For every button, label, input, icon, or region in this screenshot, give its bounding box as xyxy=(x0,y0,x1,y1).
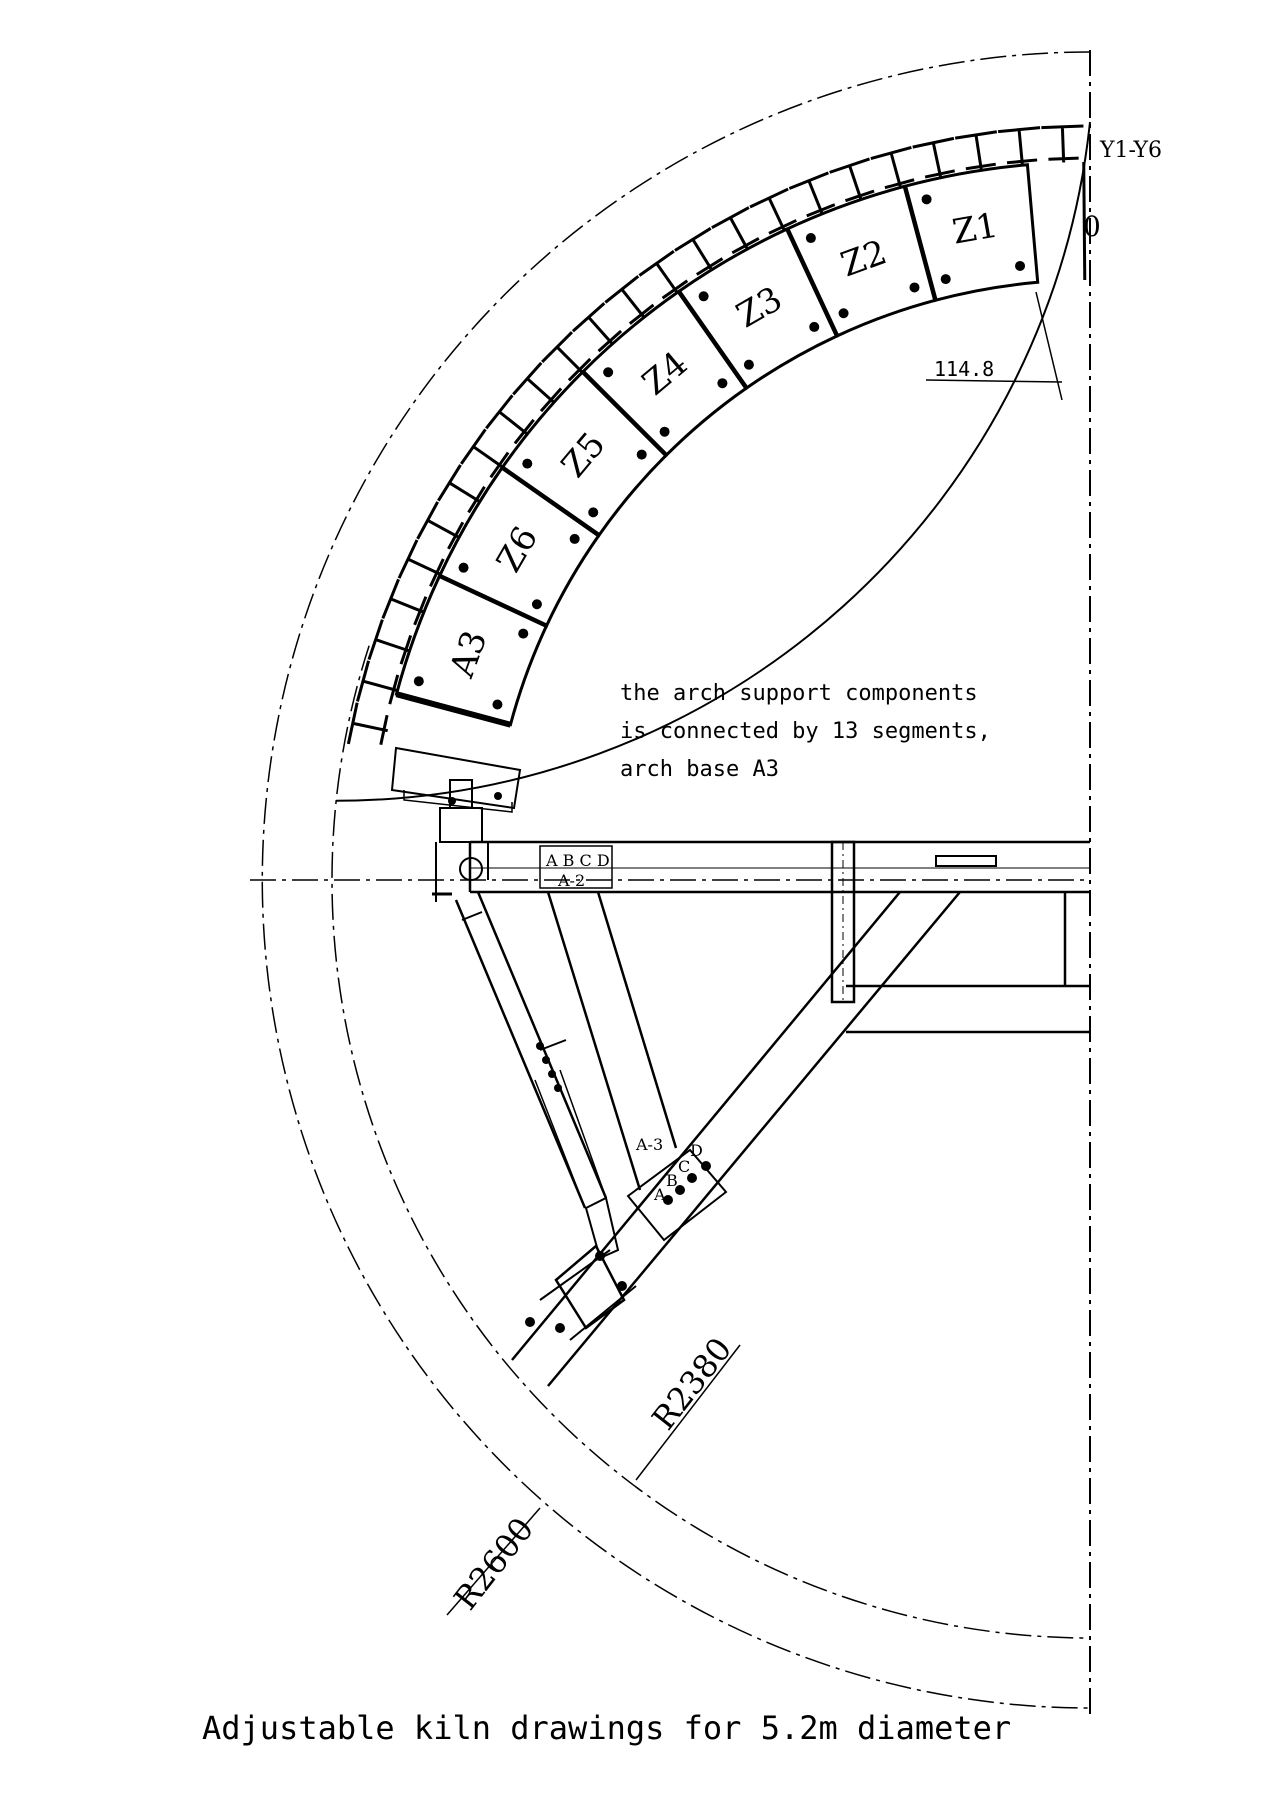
t-bracket xyxy=(749,187,797,235)
segment-bolt xyxy=(809,321,820,332)
crown-edge xyxy=(1082,162,1087,281)
segment-bolt xyxy=(805,233,816,244)
t-bracket xyxy=(485,394,535,445)
t-bracket xyxy=(356,660,400,705)
arch-segment-z1 xyxy=(902,163,1040,303)
note-line-3: arch base A3 xyxy=(620,757,779,782)
base-edge xyxy=(396,692,511,727)
note-line-2: is connected by 13 segments, xyxy=(620,719,991,744)
note-line-1: the arch support components xyxy=(620,681,978,706)
segment-bolt xyxy=(909,282,920,293)
t-bracket xyxy=(638,250,689,300)
arch-segment-z6 xyxy=(437,466,601,629)
y-range-label: Y1-Y6 xyxy=(1099,138,1162,163)
t-bracket xyxy=(788,171,836,218)
t-bracket xyxy=(541,331,592,382)
t-bracket xyxy=(416,501,465,550)
radius-inner-label: R2380 xyxy=(644,1330,739,1437)
segment-bolt xyxy=(698,291,709,302)
beam-a2-label: A-2 xyxy=(557,871,585,890)
t-bracket xyxy=(571,302,623,353)
arch-segment-z3 xyxy=(676,227,839,391)
segment-bolt xyxy=(569,533,580,544)
segment-bolt xyxy=(659,426,670,437)
segment-bolt xyxy=(492,699,503,710)
frame-bolts xyxy=(448,792,711,1333)
arch-segment-z2 xyxy=(784,184,937,339)
segment-bolt xyxy=(743,359,754,370)
segment-bolt xyxy=(518,628,529,639)
drawing-caption: Adjustable kiln drawings for 5.2m diamet… xyxy=(202,1709,1011,1747)
hole-b-label: B xyxy=(666,1171,678,1190)
t-bracket xyxy=(346,702,389,746)
segment-bolt xyxy=(717,378,728,389)
arch-t-brackets xyxy=(336,121,1091,802)
hole-a-label: A xyxy=(653,1185,666,1204)
t-bracket xyxy=(829,157,875,203)
segment-bolt xyxy=(458,562,469,573)
segment-label: Z1 xyxy=(949,205,1001,252)
arch-segment-z4 xyxy=(580,289,748,458)
hole-c-label: C xyxy=(678,1157,690,1176)
segment-bolt xyxy=(921,194,932,205)
segment-bolt xyxy=(940,274,951,285)
segment-bolt xyxy=(1015,260,1026,271)
t-bracket xyxy=(367,619,413,665)
t-bracket xyxy=(674,227,724,276)
segment-bolt xyxy=(522,458,533,469)
holes-top-label: A B C D xyxy=(545,851,610,870)
arch-segment-a3 xyxy=(394,574,549,727)
t-bracket xyxy=(460,428,510,479)
outer-bracket-rail xyxy=(336,121,1091,802)
t-bracket xyxy=(997,126,1041,166)
t-bracket xyxy=(912,136,956,179)
t-bracket xyxy=(1041,124,1084,163)
t-bracket xyxy=(512,361,563,413)
segment-bolt xyxy=(531,599,542,610)
center-lines xyxy=(250,50,1091,1718)
offset-dimension: 114.8 xyxy=(934,357,994,381)
segment-bolt xyxy=(413,676,424,687)
t-bracket xyxy=(604,275,655,325)
segment-bolt xyxy=(636,449,647,460)
t-bracket xyxy=(954,130,998,171)
radius-outer-label: R2600 xyxy=(446,1510,541,1617)
zero-label: 0 xyxy=(1083,210,1101,243)
beam-a3-label: A-3 xyxy=(635,1135,663,1154)
t-bracket xyxy=(711,206,760,255)
support-frame xyxy=(390,746,1090,1387)
segment-bolt xyxy=(603,367,614,378)
radius-circles xyxy=(261,51,1091,1709)
t-bracket xyxy=(870,146,915,190)
hole-d-label: D xyxy=(690,1141,703,1160)
t-bracket xyxy=(381,578,428,626)
t-bracket xyxy=(397,539,445,587)
segment-bolt xyxy=(838,308,849,319)
dimension-lines xyxy=(446,291,1063,1616)
segment-bolt xyxy=(588,507,599,518)
t-bracket xyxy=(437,464,486,514)
r2380-circle xyxy=(331,645,1091,1639)
